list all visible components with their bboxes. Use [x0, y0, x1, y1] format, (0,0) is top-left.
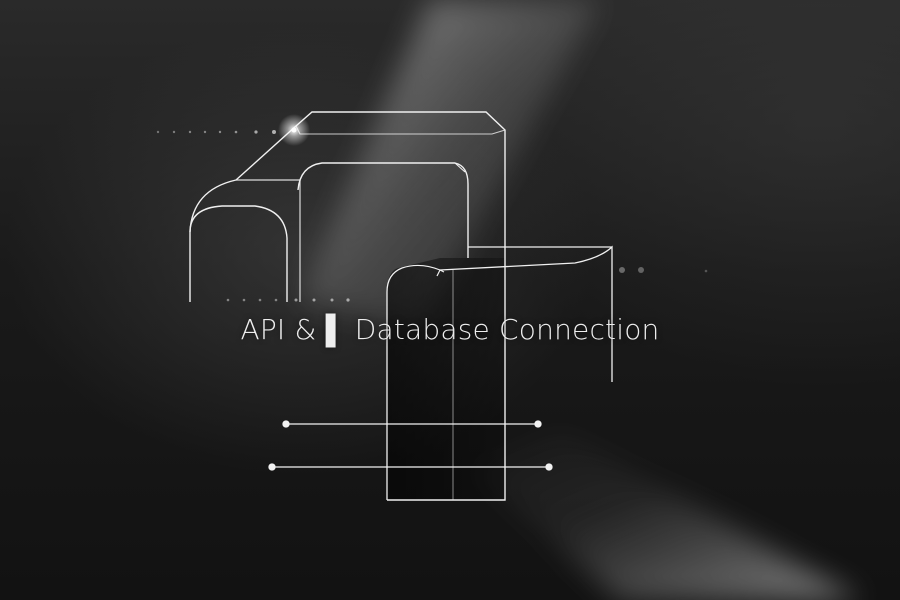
small-hook-mark	[436, 269, 445, 277]
column-shadow	[387, 258, 505, 500]
left-arch-outline	[189, 205, 288, 302]
dots-row-middle	[226, 298, 350, 302]
connector-line-upper	[282, 420, 542, 428]
shelf-front-curve	[401, 264, 441, 271]
light-beam-bottom	[470, 430, 860, 600]
dots-row-right	[619, 267, 708, 273]
light-beam-top	[300, 0, 600, 330]
dots-row-top	[156, 130, 276, 134]
page-title: API & ▌ Database Connection	[240, 313, 660, 346]
connector-line-lower	[268, 463, 553, 471]
top-plate-left-edge	[236, 179, 301, 302]
inner-block-side	[454, 162, 466, 173]
light-glow-core	[291, 127, 297, 133]
column-left-edge	[386, 267, 403, 500]
outer-frame-outline	[189, 111, 506, 501]
